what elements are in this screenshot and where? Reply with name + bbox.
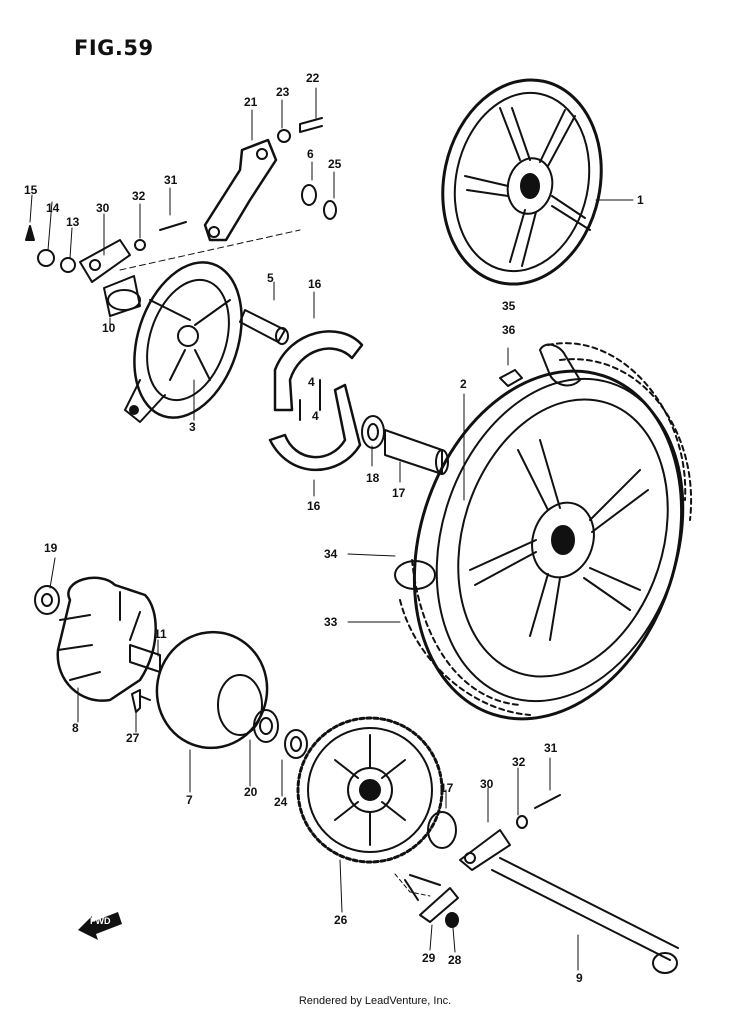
callout-c9: 9 <box>576 971 583 985</box>
callout-c24: 24 <box>274 795 288 809</box>
brake-cam-part <box>239 309 289 345</box>
callout-c21: 21 <box>244 95 258 109</box>
torque-link-part <box>203 117 337 242</box>
leader-lines <box>29 87 634 971</box>
callout-c8: 8 <box>72 721 79 735</box>
forward-arrow-label: FWD <box>80 912 120 934</box>
callout-c15: 15 <box>24 183 38 197</box>
misc-small-parts <box>131 369 523 713</box>
callout-c25: 25 <box>328 157 342 171</box>
callout-c6: 6 <box>307 147 314 161</box>
callout-c35: 35 <box>502 299 516 313</box>
forward-arrow-icon <box>78 912 122 940</box>
callout-c28: 28 <box>448 953 462 967</box>
bearing-spacer-parts <box>361 415 449 475</box>
brake-shoes-part <box>268 330 364 472</box>
callout-c17b: 17 <box>440 781 454 795</box>
forward-arrow-text: FWD <box>90 916 111 926</box>
callout-c26: 26 <box>334 913 348 927</box>
rear-sprocket-part <box>296 716 444 864</box>
callout-c3: 3 <box>189 420 196 434</box>
callout-c14: 14 <box>46 201 60 215</box>
callout-c32b: 32 <box>512 755 526 769</box>
brake-panel-part <box>124 261 243 423</box>
callout-c16a: 16 <box>308 277 322 291</box>
callout-c29: 29 <box>422 951 436 965</box>
callout-c20: 20 <box>244 785 258 799</box>
callout-c31a: 31 <box>164 173 178 187</box>
callout-c5: 5 <box>267 271 274 285</box>
callout-c2: 2 <box>460 377 467 391</box>
callout-c4a: 4 <box>308 375 315 389</box>
sprocket-drum-part <box>139 630 308 759</box>
callout-c18: 18 <box>366 471 380 485</box>
callout-c16b: 16 <box>307 499 321 513</box>
callout-c23: 23 <box>276 85 290 99</box>
callout-c27: 27 <box>126 731 140 745</box>
callout-c30b: 30 <box>480 777 494 791</box>
callout-c1: 1 <box>637 193 644 207</box>
wheel-rim-part <box>441 78 603 286</box>
axle-adjuster-upper-parts <box>25 221 187 317</box>
callout-c7: 7 <box>186 793 193 807</box>
axle-lower-parts <box>404 794 679 974</box>
rear-wheel-assembly <box>394 342 693 721</box>
callout-c11: 11 <box>154 627 167 641</box>
callout-c19: 19 <box>44 541 58 555</box>
figure-title: FIG.59 <box>74 36 154 60</box>
callout-c13: 13 <box>66 215 80 229</box>
callout-c17a: 17 <box>392 486 406 500</box>
callout-c34: 34 <box>324 547 338 561</box>
cush-drive-part <box>34 576 161 702</box>
callout-c36: 36 <box>502 323 516 337</box>
callout-c30a: 30 <box>96 201 110 215</box>
callout-c32a: 32 <box>132 189 146 203</box>
callout-c22: 22 <box>306 71 320 85</box>
callout-c4b: 4 <box>312 409 319 423</box>
callout-c33: 33 <box>324 615 338 629</box>
callout-c10: 10 <box>102 321 116 335</box>
footer-credit: Rendered by LeadVenture, Inc. <box>298 995 452 1007</box>
callout-c31b: 31 <box>544 741 558 755</box>
